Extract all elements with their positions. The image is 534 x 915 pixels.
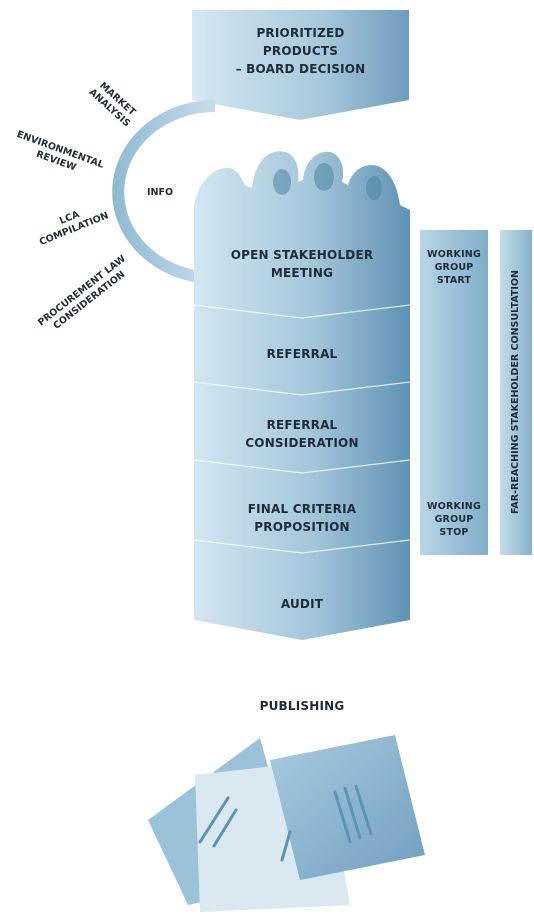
consultation-bar	[500, 230, 532, 555]
face-details	[273, 163, 382, 200]
step-segment-2	[194, 305, 410, 395]
working-group-bar	[420, 230, 488, 555]
step-segment-4	[194, 460, 410, 553]
top-box-line-2: PRODUCTS	[262, 44, 339, 58]
publishing-papers	[148, 735, 425, 912]
top-box-label: PRIORITIZED PRODUCTS – BOARD DECISION	[192, 24, 409, 78]
top-box-line-1: PRIORITIZED	[256, 26, 345, 40]
step-segment-5	[194, 540, 410, 640]
top-box-line-3: – BOARD DECISION	[235, 62, 366, 76]
working-group-stop-label: WORKING GROUP STOP	[427, 501, 481, 538]
consultation-label: FAR-REACHING STAKEHOLDER CONSULTATION	[510, 270, 521, 514]
info-label: INFO	[146, 187, 174, 198]
stakeholder-silhouettes	[194, 151, 410, 225]
step-label-audit: AUDIT	[280, 597, 324, 611]
step-label-open-stakeholder-meeting: OPEN STAKEHOLDER MEETING	[230, 248, 374, 280]
publishing-label: PUBLISHING	[259, 699, 345, 713]
top-box-shape	[192, 10, 409, 120]
segment-separators	[193, 304, 411, 554]
step-segment-3	[194, 382, 410, 473]
step-label-final-criteria-proposition: FINAL CRITERIA PROPOSITION	[247, 502, 357, 534]
step-segment-1	[194, 222, 410, 318]
step-label-referral: REFERRAL	[266, 347, 338, 361]
working-group-start-label: WORKING GROUP START	[427, 249, 481, 286]
info-arc	[112, 100, 215, 284]
step-label-referral-consideration: REFERRAL CONSIDERATION	[245, 418, 359, 450]
